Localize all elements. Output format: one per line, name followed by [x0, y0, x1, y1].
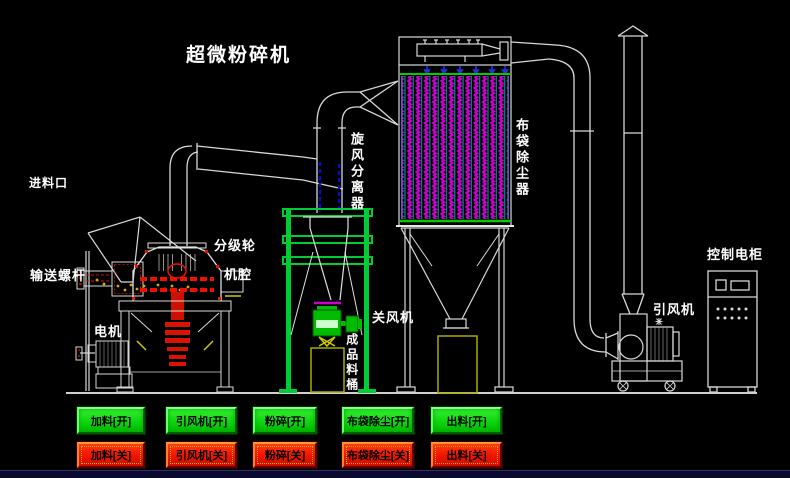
feed-hopper [85, 216, 197, 391]
label-screw-conveyor: 输送螺杆 [30, 268, 87, 283]
baghouse-plenum [398, 36, 512, 226]
product-barrel-baghouse [437, 335, 478, 394]
label-classifier-wheel: 分级轮 [214, 238, 257, 253]
baghouse-hopper-legs [396, 227, 514, 393]
mill-stand [116, 300, 234, 393]
control-cabinet-box [707, 270, 758, 393]
discharge-on-button[interactable]: 出料[开] [431, 407, 502, 434]
filter-bags [396, 73, 514, 227]
crush-off-button[interactable]: 粉碎[关] [253, 442, 317, 468]
rotary-airlock-valve [312, 306, 362, 348]
bottom-bar [0, 470, 790, 478]
cyclone-to-baghouse-duct [313, 80, 399, 162]
crush-on-button[interactable]: 粉碎[开] [253, 407, 317, 434]
cyclone-frame [279, 208, 376, 393]
label-motor: 电机 [94, 324, 123, 339]
cyclone-cone [290, 216, 363, 336]
discharge-off-button[interactable]: 出料[关] [431, 442, 502, 468]
cabinet-vents [716, 307, 748, 320]
fan-on-button[interactable]: 引风机[开] [166, 407, 237, 434]
mill-body [132, 242, 244, 366]
feed-on-button[interactable]: 加料[开] [77, 407, 145, 434]
pulse-air-arrows [423, 66, 509, 76]
exhaust-stack [617, 25, 649, 315]
mill-motor [75, 340, 133, 389]
label-rotary-airlock: 关风机 [372, 310, 415, 325]
bagfilter-on-button[interactable]: 布袋除尘[开] [342, 407, 414, 434]
bagfilter-off-button[interactable]: 布袋除尘[关] [342, 442, 414, 468]
product-barrel-cyclone [310, 347, 345, 393]
label-control-cabinet: 控制电柜 [707, 247, 764, 262]
bolt-marks [132, 250, 221, 300]
process-diagram [66, 25, 758, 394]
baghouse-outlet-duct [510, 41, 619, 360]
screw-feeder [76, 261, 198, 297]
page-title: 超微粉碎机 [186, 45, 292, 66]
label-feed-inlet: 进料口 [29, 176, 69, 190]
feed-off-button[interactable]: 加料[关] [77, 442, 145, 468]
label-product-barrel: 成品料桶 [344, 333, 359, 393]
fan-off-button[interactable]: 引风机[关] [166, 442, 237, 468]
label-induced-draft-fan: 引风机 [653, 302, 696, 317]
pulley-stack [165, 322, 190, 366]
mill-to-cyclone-duct [169, 143, 344, 246]
induced-draft-fan [611, 313, 683, 392]
label-bag-filter: 布袋除尘器 [513, 118, 529, 198]
label-cyclone-separator: 旋风分离器 [348, 132, 364, 212]
label-chamber: 机腔 [224, 267, 253, 282]
